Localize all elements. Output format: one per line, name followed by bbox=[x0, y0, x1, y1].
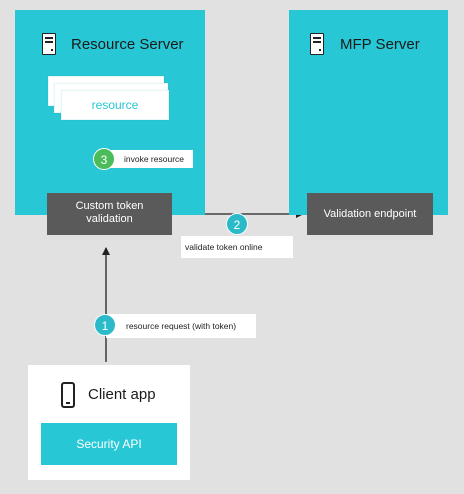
mfp-server-panel: MFP Server bbox=[289, 10, 448, 215]
server-icon bbox=[42, 33, 56, 55]
validation-endpoint-label: Validation endpoint bbox=[323, 208, 417, 220]
resource-label: resource bbox=[91, 98, 139, 112]
mfp-server-title: MFP Server bbox=[340, 36, 420, 53]
step-2-badge: 2 bbox=[226, 213, 248, 235]
resource-card: resource bbox=[61, 90, 169, 120]
server-icon bbox=[310, 33, 324, 55]
step-2-label: validate token online bbox=[181, 236, 293, 258]
step-1-badge: 1 bbox=[94, 314, 116, 336]
custom-token-validation-box: Custom token validation bbox=[47, 193, 172, 235]
resource-server-title: Resource Server bbox=[71, 36, 184, 53]
step-3-label: invoke resource bbox=[106, 150, 193, 168]
validation-endpoint-box: Validation endpoint bbox=[307, 193, 433, 235]
step-1-label: resource request (with token) bbox=[106, 314, 256, 338]
custom-token-line1: Custom token bbox=[75, 200, 144, 212]
security-api-label: Security API bbox=[76, 437, 142, 451]
step-3-badge: 3 bbox=[93, 148, 115, 170]
client-app-panel: Client app Security API bbox=[28, 365, 190, 480]
client-app-title: Client app bbox=[88, 386, 156, 403]
security-api-box: Security API bbox=[41, 423, 177, 465]
custom-token-line2: validation bbox=[86, 213, 133, 225]
phone-icon bbox=[61, 382, 75, 408]
